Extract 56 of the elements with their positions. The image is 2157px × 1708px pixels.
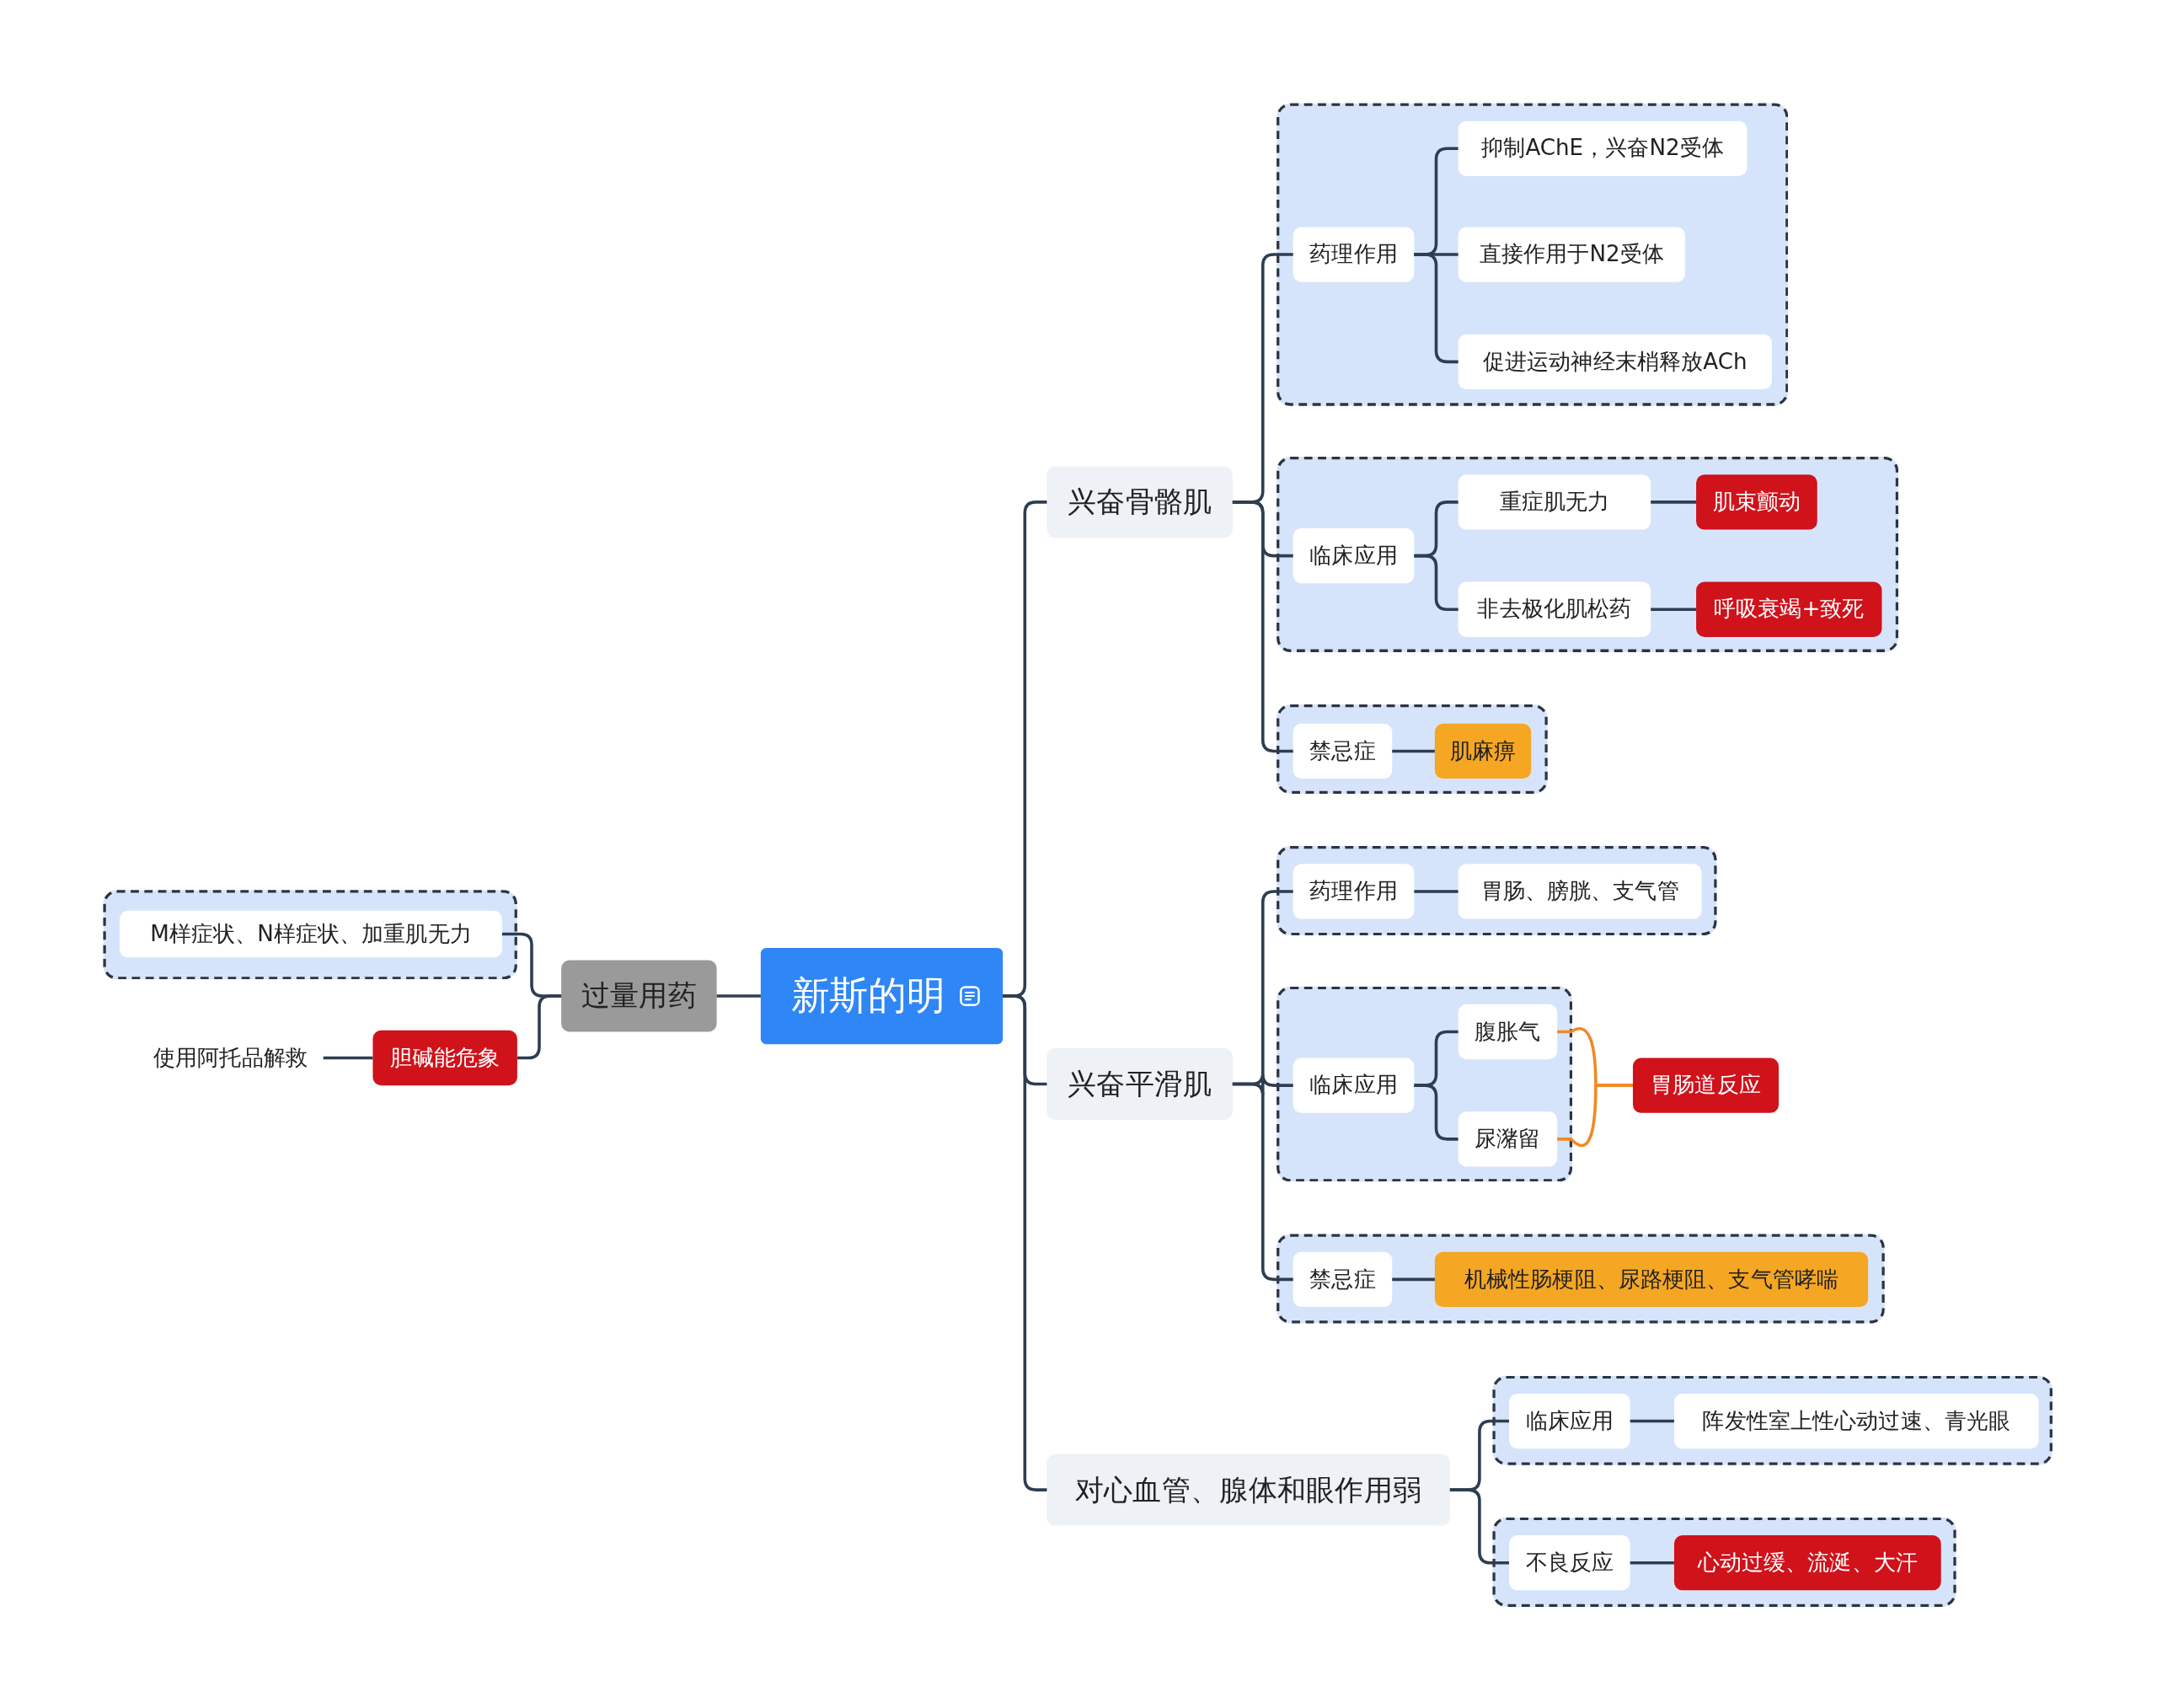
topic-box: 阵发性室上性心动过速、青光眼 <box>1673 1393 2039 1449</box>
group-frame <box>1277 457 1899 652</box>
highlight-box: 胆碱能危象 <box>372 1030 517 1086</box>
connector-line <box>1392 749 1435 753</box>
topic-box: 临床应用 <box>1293 527 1415 584</box>
group-frame <box>1277 103 1789 406</box>
topic-box: 药理作用 <box>1293 227 1415 282</box>
connector-line <box>1003 994 1047 1491</box>
connector-line <box>1414 1084 1459 1141</box>
group-frame <box>1277 986 1573 1182</box>
group-frame <box>1277 1234 1885 1324</box>
connector-line <box>1414 890 1459 893</box>
group-frame <box>1277 846 1717 936</box>
highlight-box: 呼吸衰竭+致死 <box>1696 581 1882 637</box>
connector-line <box>323 1056 373 1060</box>
branch-box: 对心血管、腺体和眼作用弱 <box>1046 1454 1450 1526</box>
group-frame <box>1492 1517 1956 1607</box>
topic-box: M样症状、N样症状、加重肌无力 <box>120 910 502 958</box>
topic-box: 临床应用 <box>1293 1057 1415 1113</box>
connector-line <box>517 994 562 1060</box>
connector-line <box>1630 1419 1674 1423</box>
connector-line <box>1651 501 1697 504</box>
connector-line <box>1392 1277 1435 1282</box>
branch-box: 兴奋平滑肌 <box>1046 1048 1233 1120</box>
topic-box: 直接作用于N2受体 <box>1458 227 1685 282</box>
highlight-box: 肌束颤动 <box>1696 474 1817 530</box>
group-frame <box>1492 1375 2053 1465</box>
topic-box: 禁忌症 <box>1293 723 1393 779</box>
topic-box: 腹胀气 <box>1458 1004 1558 1060</box>
topic-box: 药理作用 <box>1293 864 1415 919</box>
topic-text: 新斯的明 <box>790 972 945 1020</box>
summary-bracket <box>1557 1084 1633 1147</box>
branch-box: 兴奋骨骼肌 <box>1046 466 1233 538</box>
topic-box: 胃肠、膀胱、支气管 <box>1458 864 1702 919</box>
topic-box: 重症肌无力 <box>1458 474 1651 530</box>
topic-box: 抑制AChE，兴奋N2受体 <box>1458 120 1748 176</box>
highlight-box: 肌麻痹 <box>1434 723 1532 779</box>
connector-line <box>1651 608 1697 612</box>
connector-line <box>1414 554 1459 612</box>
highlight-box: 机械性肠梗阻、尿路梗阻、支气管哮喘 <box>1434 1251 1869 1307</box>
connector-line <box>1414 253 1459 364</box>
topic-box: 过量用药 <box>561 960 717 1032</box>
note-text: 使用阿托品解救 <box>137 1038 324 1078</box>
topic-box: 临床应用 <box>1509 1393 1630 1449</box>
connector-line <box>1630 1561 1674 1565</box>
connector-line <box>716 994 761 998</box>
highlight-box: 心动过缓、流涎、大汗 <box>1673 1535 1941 1591</box>
topic-box: 禁忌症 <box>1293 1251 1393 1307</box>
topic-box: 非去极化肌松药 <box>1458 581 1651 637</box>
topic-box: 促进运动神经末梢释放ACh <box>1458 334 1772 390</box>
topic-box: 不良反应 <box>1509 1535 1630 1591</box>
group-frame <box>1277 704 1548 795</box>
highlight-box: 胃肠道反应 <box>1632 1057 1779 1113</box>
group-frame <box>103 890 517 980</box>
central-topic-box <box>760 947 1004 1045</box>
topic-box: 尿潴留 <box>1458 1111 1558 1167</box>
